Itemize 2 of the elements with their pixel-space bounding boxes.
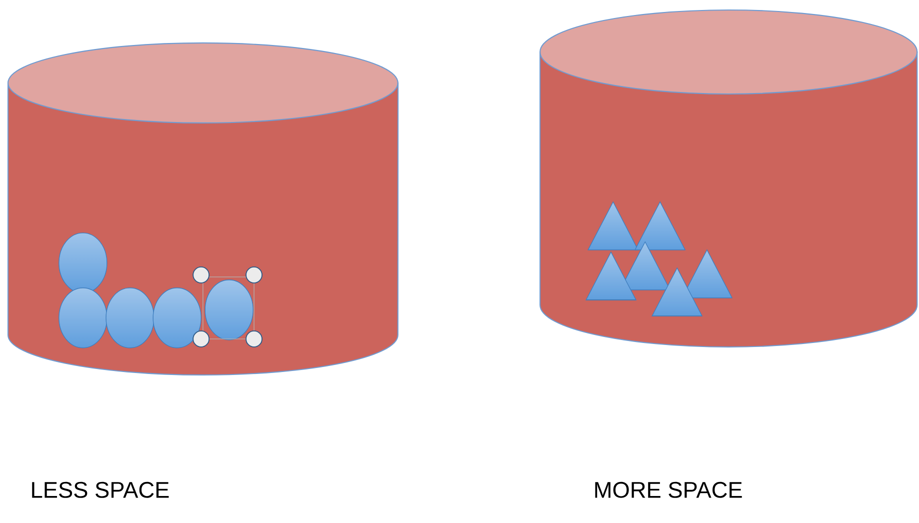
caption: MORE SPACE [595, 482, 742, 498]
caption: LESS SPACE [32, 482, 169, 498]
